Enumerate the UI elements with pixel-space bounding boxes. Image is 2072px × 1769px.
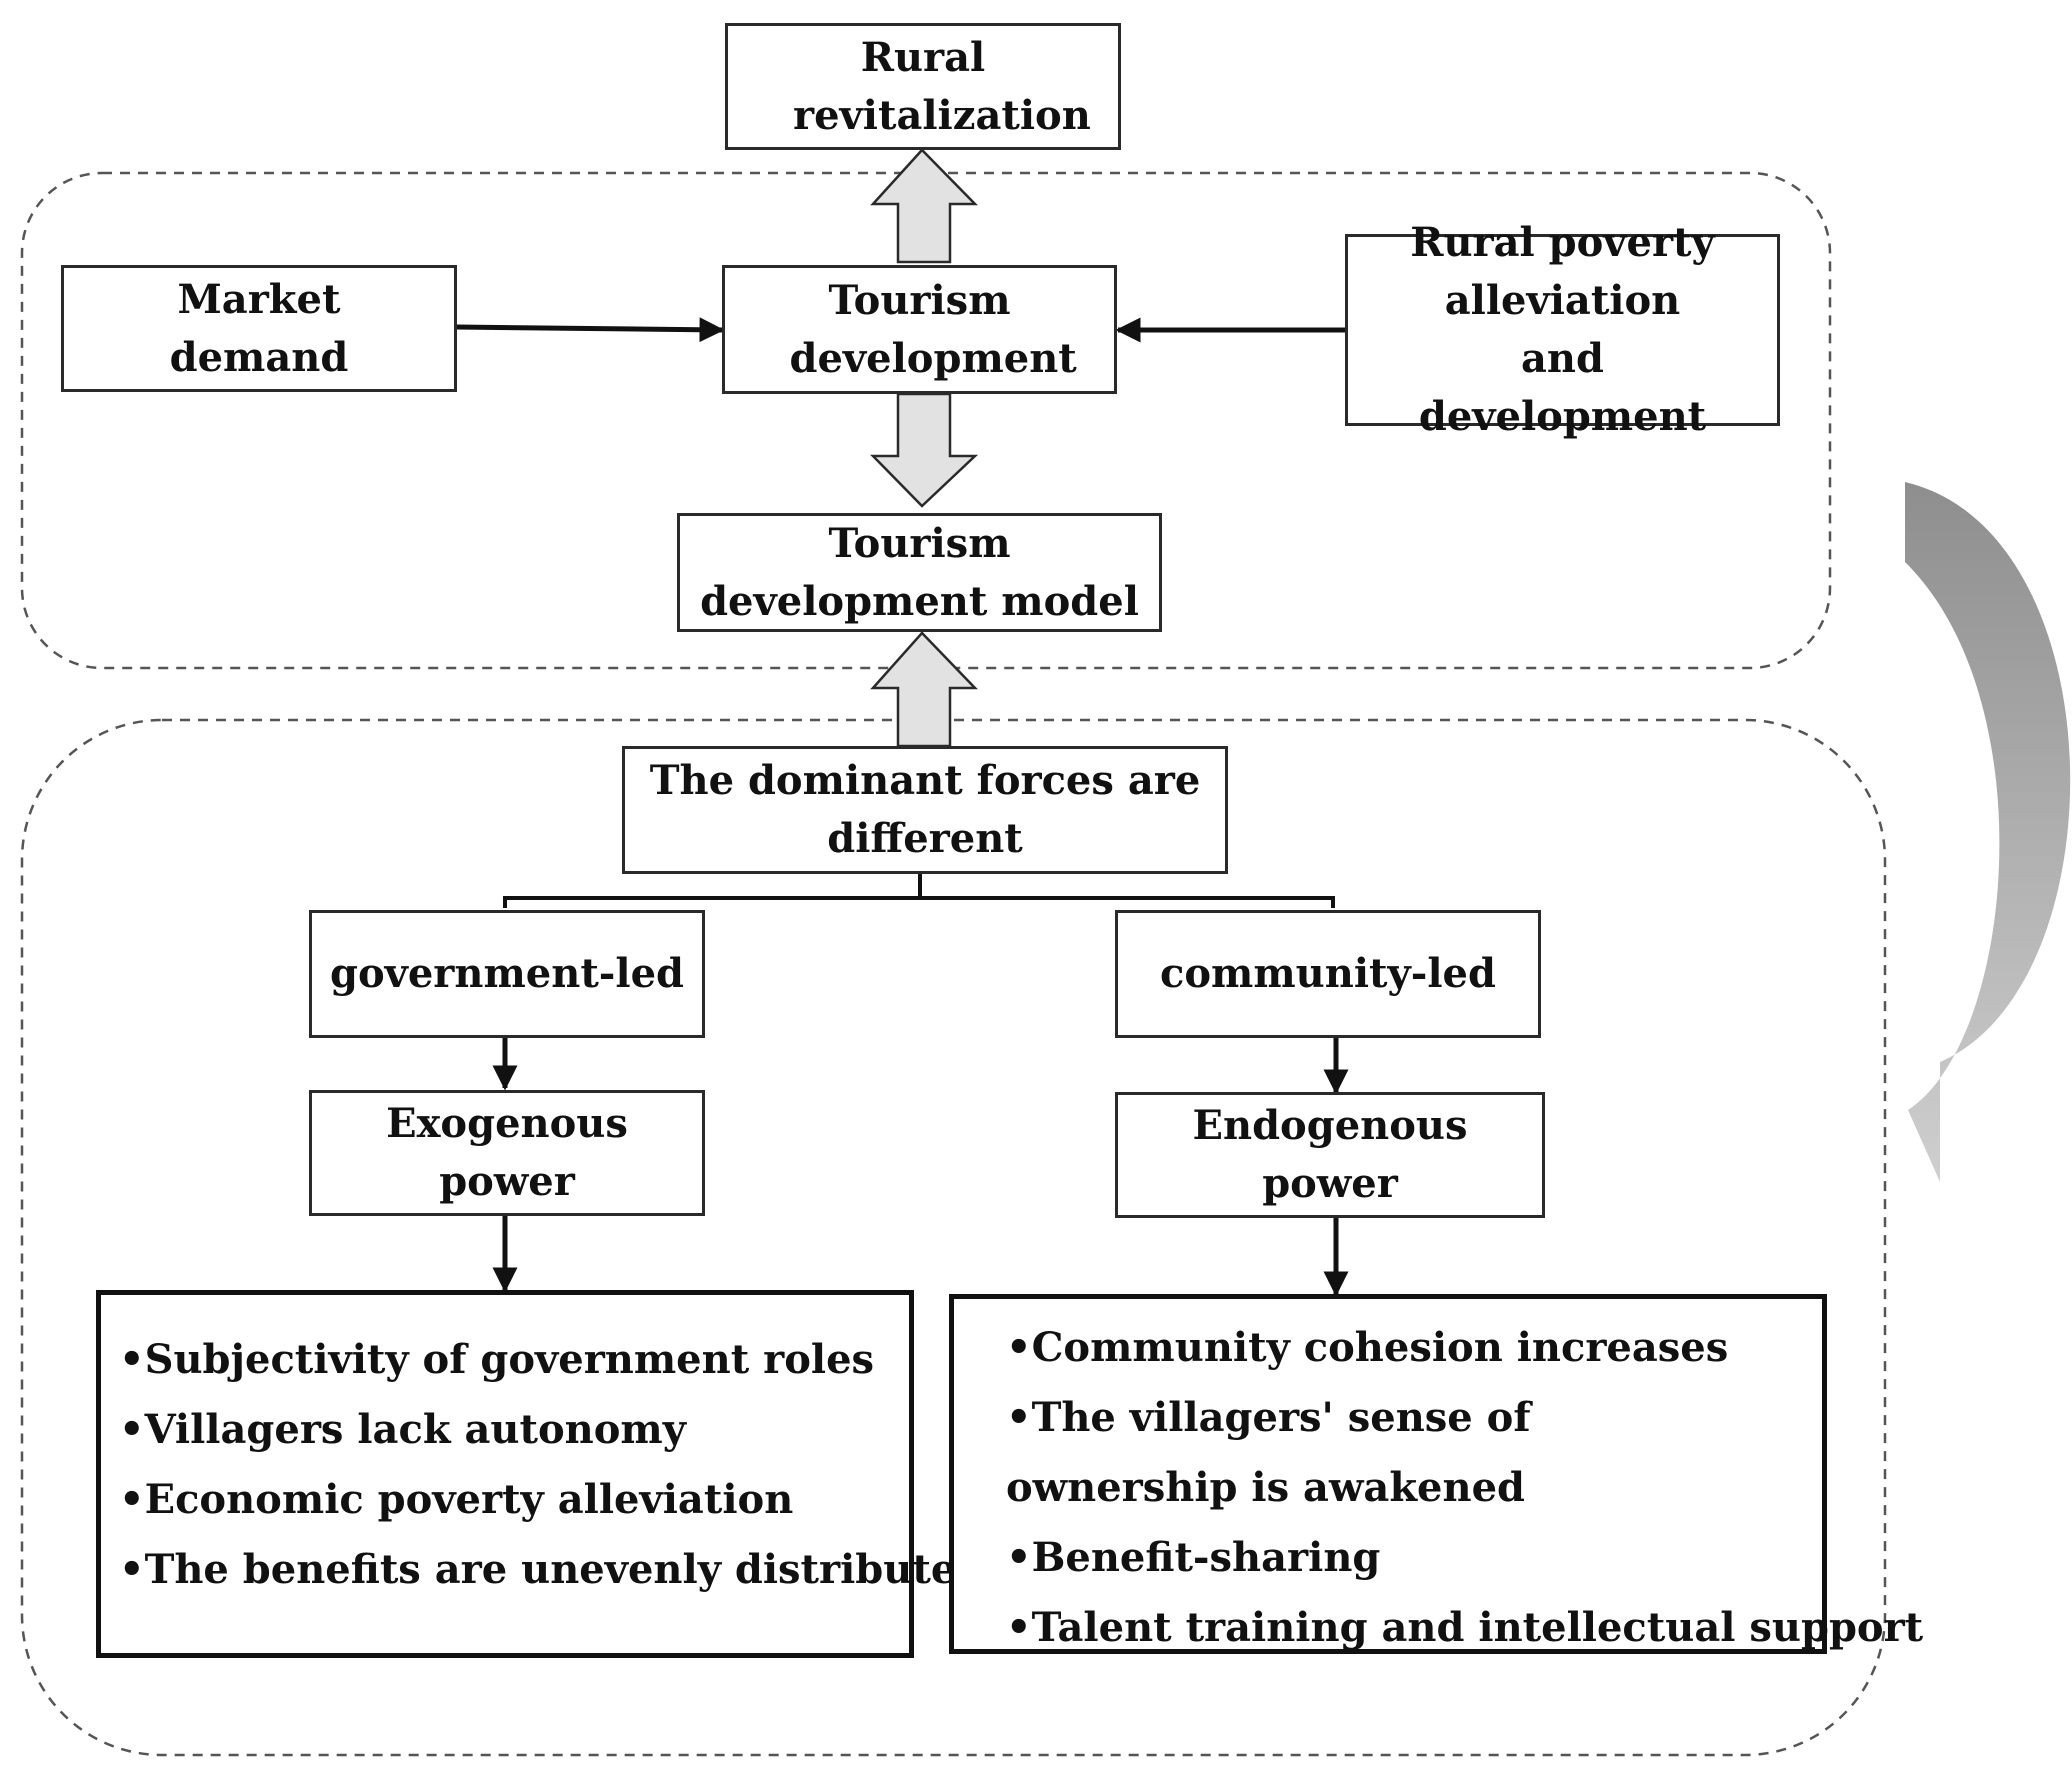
government-effects-list: Subjectivity of government roles Village…	[96, 1290, 985, 1658]
community-effect-item: The villagers' sense of ownership is awa…	[1006, 1383, 1766, 1523]
government-effect-item: Villagers lack autonomy	[119, 1395, 899, 1465]
community-led-box: community-led	[1115, 910, 1541, 1038]
branch-bracket	[503, 870, 1335, 908]
block-arrow-to-model	[870, 392, 979, 508]
curved-feedback-arrow	[1905, 482, 2071, 1182]
exogenous-power-box: Exogenous power	[309, 1090, 705, 1216]
bottom-group-container	[20, 718, 1887, 1757]
government-effect-item: The benefits are unevenly distributed	[119, 1535, 985, 1605]
government-led-label: government-led	[329, 950, 685, 997]
endogenous-power-label: Endogenous power	[1192, 1102, 1468, 1207]
community-effects-list: Community cohesion increases The village…	[949, 1294, 1923, 1654]
market-demand-box: Market demand	[61, 265, 457, 392]
community-effect-item: Talent training and intellectual support	[1006, 1593, 1924, 1663]
block-arrow-to-revitalization	[870, 148, 978, 264]
endogenous-power-box: Endogenous power	[1115, 1092, 1545, 1218]
tourism-development-label: Tourism development	[789, 276, 1077, 382]
tourism-model-label: Tourism development model	[700, 519, 1139, 625]
tourism-model-box: Tourism development model	[677, 513, 1162, 632]
rural-revitalization-label: Rural revitalization	[793, 33, 1091, 139]
government-effect-item: Economic poverty alleviation	[119, 1465, 899, 1535]
community-effect-item: Benefit-sharing	[1006, 1523, 1812, 1593]
community-effect-item: Community cohesion increases	[1006, 1313, 1812, 1383]
exogenous-power-label: Exogenous power	[386, 1100, 628, 1205]
rural-poverty-label: Rural poverty alleviation and developmen…	[1410, 219, 1715, 440]
tourism-development-box: Tourism development	[722, 265, 1117, 394]
dominant-forces-label: The dominant forces are different	[649, 757, 1201, 862]
block-arrow-from-forces	[870, 631, 978, 748]
dominant-forces-box: The dominant forces are different	[622, 746, 1228, 874]
government-led-box: government-led	[309, 910, 705, 1038]
rural-poverty-box: Rural poverty alleviation and developmen…	[1345, 219, 1780, 440]
government-effect-item: Subjectivity of government roles	[119, 1325, 899, 1395]
arrow-market-to-tourism	[455, 317, 725, 343]
market-demand-label: Market demand	[169, 275, 349, 381]
community-led-label: community-led	[1160, 950, 1496, 997]
rural-revitalization-box: Rural revitalization	[725, 23, 1121, 150]
